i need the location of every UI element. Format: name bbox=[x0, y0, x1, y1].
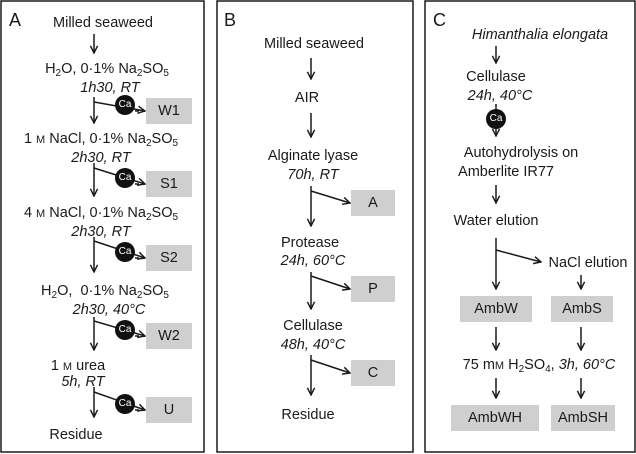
c-acid-condition: 3h, 60°C bbox=[558, 357, 616, 373]
b-branch-c bbox=[310, 359, 350, 373]
a-ca-4: Ca bbox=[115, 320, 135, 340]
b-step2-reagent: Protease bbox=[280, 235, 340, 251]
a-step2-reagent: 1 M NaCl, 0·1% Na2SO5 bbox=[23, 131, 179, 149]
c-water-elution: Water elution bbox=[453, 213, 539, 229]
fraction-w1: W1 bbox=[146, 98, 192, 124]
panel-a-frame bbox=[0, 0, 205, 453]
c-acid: 75 mM H2SO4, 3h, 60°C bbox=[462, 357, 616, 375]
a-step1-condition: 1h30, RT bbox=[80, 80, 140, 96]
c-arrow-nacl bbox=[495, 249, 541, 262]
b-step3-reagent: Cellulase bbox=[283, 318, 343, 334]
b-step3-condition: 48h, 40°C bbox=[280, 337, 346, 353]
fraction-s1: S1 bbox=[146, 171, 192, 197]
panel-b-frame bbox=[216, 0, 414, 453]
b-end: Residue bbox=[281, 407, 335, 423]
fraction-s2: S2 bbox=[146, 245, 192, 271]
c-ca: Ca bbox=[486, 109, 506, 129]
c-species: Himanthalia elongata bbox=[471, 27, 609, 43]
fraction-c: C bbox=[351, 360, 395, 386]
fraction-ambs: AmbS bbox=[551, 296, 613, 322]
a-start: Milled seaweed bbox=[53, 15, 153, 31]
a-ca-5: Ca bbox=[115, 394, 135, 414]
fraction-u: U bbox=[146, 397, 192, 423]
c-nacl-elution: NaCl elution bbox=[548, 255, 628, 271]
a-step5-condition: 5h, RT bbox=[61, 374, 105, 390]
c-autohydrolysis-1: Autohydrolysis on bbox=[463, 145, 579, 161]
a-step5-reagent: 1 M urea bbox=[50, 358, 106, 374]
a-ca-1: Ca bbox=[115, 95, 135, 115]
a-step2-condition: 2h30, RT bbox=[71, 150, 131, 166]
c-enzyme: Cellulase bbox=[466, 69, 526, 85]
b-step1-condition: 70h, RT bbox=[287, 167, 339, 183]
c-autohydrolysis-2: Amberlite IR77 bbox=[458, 164, 554, 180]
b-air: AIR bbox=[294, 90, 320, 106]
b-step1-reagent: Alginate lyase bbox=[267, 148, 359, 164]
panel-c-frame bbox=[424, 0, 636, 453]
fraction-p: P bbox=[351, 276, 395, 302]
fraction-ambw: AmbW bbox=[460, 296, 532, 322]
b-step2-condition: 24h, 60°C bbox=[280, 253, 346, 269]
a-step3-reagent: 4 M NaCl, 0·1% Na2SO5 bbox=[23, 205, 179, 223]
a-step4-condition: 2h30, 40°C bbox=[72, 302, 146, 318]
fraction-w2: W2 bbox=[146, 323, 192, 349]
a-ca-2: Ca bbox=[115, 168, 135, 188]
panel-c-label: C bbox=[433, 10, 446, 30]
a-step1-reagent: H2O, 0·1% Na2SO5 bbox=[45, 61, 169, 79]
panel-b-label: B bbox=[224, 10, 237, 30]
a-end: Residue bbox=[49, 427, 103, 443]
a-step3-condition: 2h30, RT bbox=[71, 224, 131, 240]
fraction-ambsh: AmbSH bbox=[551, 405, 615, 431]
c-enzyme-condition: 24h, 40°C bbox=[467, 88, 533, 104]
b-start: Milled seaweed bbox=[264, 36, 364, 52]
panel-a-label: A bbox=[9, 10, 22, 30]
a-ca-3: Ca bbox=[115, 242, 135, 262]
b-branch-p bbox=[310, 275, 350, 289]
a-step4-reagent: H2O, 0·1% Na2SO5 bbox=[41, 283, 169, 301]
fraction-ambwh: AmbWH bbox=[451, 405, 539, 431]
fraction-a: A bbox=[351, 190, 395, 216]
b-branch-a bbox=[310, 190, 350, 203]
